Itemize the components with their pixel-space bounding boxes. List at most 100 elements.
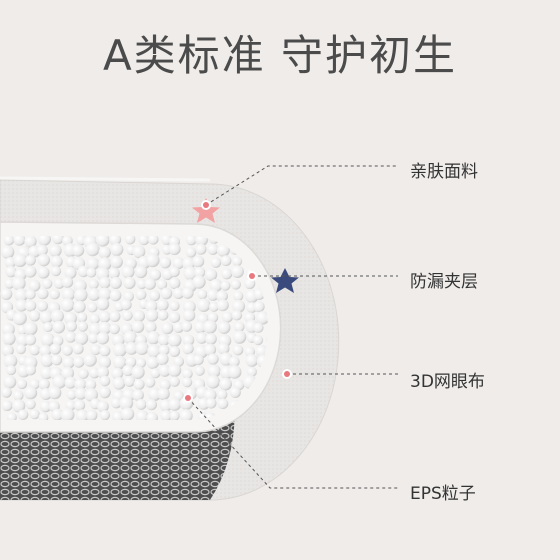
eps-bead [182,334,195,347]
eps-bead [4,257,16,269]
eps-bead [64,331,77,343]
eps-bead [233,290,244,302]
eps-bead [253,322,264,333]
eps-bead [83,353,97,367]
eps-bead [48,386,62,400]
eps-bead [17,409,29,420]
eps-bead [112,376,126,390]
eps-bead [112,355,127,370]
eps-bead [40,353,54,368]
eps-bead [216,243,230,257]
eps-bead [5,266,17,278]
eps-bead [6,365,17,376]
eps-bead [122,364,135,377]
eps-bead [220,255,232,267]
eps-bead [97,257,112,271]
eps-bead [216,290,228,303]
eps-bead [52,374,67,389]
eps-bead [167,363,182,377]
eps-bead [1,344,14,357]
eps-bead [221,268,233,280]
eps-bead [39,310,53,324]
eps-bead [12,399,26,413]
eps-bead [168,243,181,256]
eps-bead [85,242,100,257]
eps-bead [231,265,244,278]
eps-bead [97,400,109,413]
eps-bead [73,356,85,368]
eps-bead [221,311,233,323]
eps-bead [50,265,62,277]
eps-bead [61,287,76,301]
eps-bead [172,321,185,333]
eps-bead [168,397,182,411]
eps-bead [209,278,223,292]
eps-bead [23,321,38,336]
eps-bead [157,387,170,401]
eps-bead [158,364,171,377]
eps-bead [98,246,111,259]
eps-bead [230,279,241,290]
eps-bead [135,341,149,356]
eps-bead [172,287,185,300]
eps-bead [145,309,159,322]
eps-bead [15,344,27,355]
eps-bead [95,236,110,247]
eps-bead [144,278,156,290]
eps-bead [217,398,229,410]
eps-bead [169,266,180,278]
eps-bead [146,331,161,345]
eps-bead [3,375,17,389]
eps-bead [246,366,257,377]
eps-bead [13,236,26,246]
eps-bead [25,254,36,266]
eps-bead [42,278,53,289]
eps-bead [42,321,54,333]
eps-bead [98,321,112,335]
eps-bead [145,300,158,313]
eps-bead [123,375,136,387]
eps-bead [37,253,51,267]
eps-bead [158,344,170,356]
eps-bead [195,243,207,255]
eps-bead [38,378,50,390]
eps-bead [144,321,157,334]
eps-bead [39,344,52,357]
eps-bead [40,332,55,347]
eps-bead [123,291,134,302]
eps-bead [135,399,147,410]
eps-bead [85,379,97,391]
eps-bead [232,330,247,344]
eps-bead [4,278,15,289]
eps-bead [144,377,156,388]
eps-bead [86,257,100,270]
eps-bead [161,322,174,335]
eps-bead [131,320,145,334]
eps-bead [37,287,49,300]
eps-bead [110,397,122,409]
eps-bead [73,288,88,302]
eps-bead [149,290,161,302]
eps-beads [0,236,268,420]
eps-bead [6,412,17,420]
eps-bead [135,289,147,301]
eps-bead [232,256,243,267]
eps-bead [172,257,185,270]
eps-bead [204,268,218,281]
eps-bead [62,345,73,356]
eps-bead [98,386,111,399]
eps-bead [88,332,99,344]
eps-bead [220,280,231,291]
eps-bead [84,387,99,402]
eps-bead [182,309,196,322]
eps-bead [110,255,123,269]
leader-lines [187,165,398,489]
eps-bead [74,387,88,400]
eps-bead [203,320,217,334]
eps-bead [98,356,112,369]
eps-bead [228,356,240,368]
eps-bead [99,410,111,420]
eps-bead [232,299,246,313]
eps-bead [159,256,172,269]
